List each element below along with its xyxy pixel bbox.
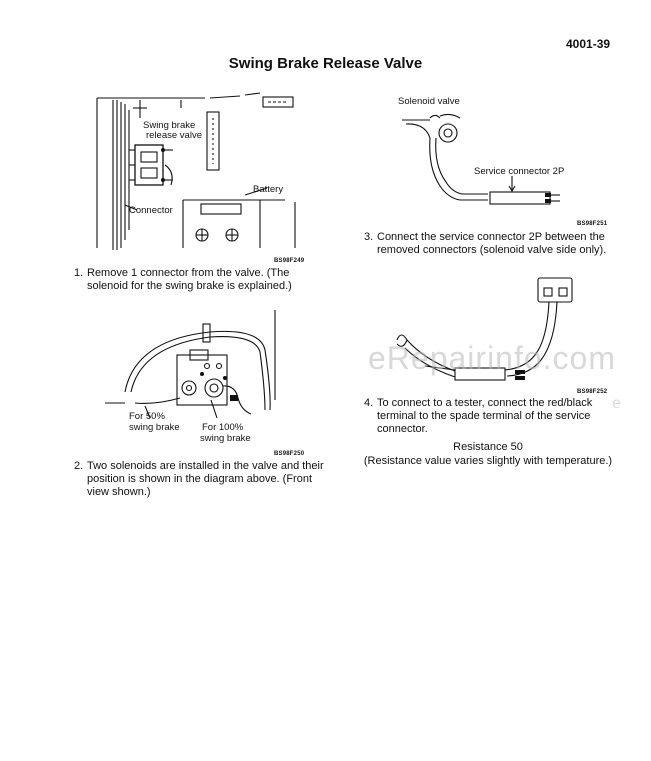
figure-3-code: BS98F251 <box>577 221 608 227</box>
step-4-line-3: connector. <box>377 423 428 435</box>
step-4: 4. To connect to a tester, connect the r… <box>364 397 634 436</box>
step-1: 1. Remove 1 connector from the valve. (T… <box>74 267 344 293</box>
step-4-number: 4. <box>364 397 374 409</box>
step-2-number: 2. <box>74 460 84 472</box>
label-solenoid-valve: Solenoid valve <box>398 96 460 107</box>
label-service-connector: Service connector 2P <box>474 166 565 177</box>
watermark: eRepairinfo.com <box>368 340 616 376</box>
label-for-100-b: swing brake <box>200 433 251 444</box>
step-2-line-1: Two solenoids are installed in the valve… <box>87 460 324 472</box>
figure-2-code: BS98F250 <box>274 451 305 457</box>
figure-4-diagram <box>396 277 573 381</box>
label-swing-brake: Swing brake <box>143 120 196 131</box>
resistance-value: Resistance 50 <box>453 441 523 453</box>
figure-3-diagram <box>402 113 560 205</box>
figure-4-code: BS98F252 <box>577 389 608 395</box>
step-3-line-1: Connect the service connector 2P between… <box>377 231 605 243</box>
step-2: 2. Two solenoids are installed in the va… <box>74 460 349 499</box>
watermark-fragment: e <box>612 395 621 412</box>
label-connector: Connector <box>129 205 173 216</box>
step-1-line-1: Remove 1 connector from the valve. (The <box>87 267 290 279</box>
label-for-50-a: For 50% <box>129 411 165 422</box>
label-battery: Battery <box>253 184 284 195</box>
step-1-number: 1. <box>74 267 84 279</box>
step-4-line-1: To connect to a tester, connect the red/… <box>377 397 593 409</box>
step-4-line-2: terminal to the spade terminal of the se… <box>377 410 591 422</box>
figure-2-diagram <box>105 310 276 419</box>
label-for-50-b: swing brake <box>129 422 180 433</box>
label-for-100-a: For 100% <box>202 422 244 433</box>
resistance-note: (Resistance value varies slightly with t… <box>363 455 613 467</box>
step-3-number: 3. <box>364 231 374 243</box>
step-1-line-2: solenoid for the swing brake is explaine… <box>87 280 292 292</box>
label-release-valve: release valve <box>146 130 202 141</box>
step-2-line-3: view shown.) <box>87 486 151 498</box>
step-3: 3. Connect the service connector 2P betw… <box>364 231 634 257</box>
step-3-line-2: removed connectors (solenoid valve side … <box>377 244 607 256</box>
page-title: Swing Brake Release Valve <box>228 55 423 72</box>
figure-1-code: BS98F249 <box>274 258 305 264</box>
page-number: 4001-39 <box>566 37 611 51</box>
step-2-line-2: position is shown in the diagram above. … <box>87 473 313 485</box>
figure-1-diagram <box>96 92 296 250</box>
